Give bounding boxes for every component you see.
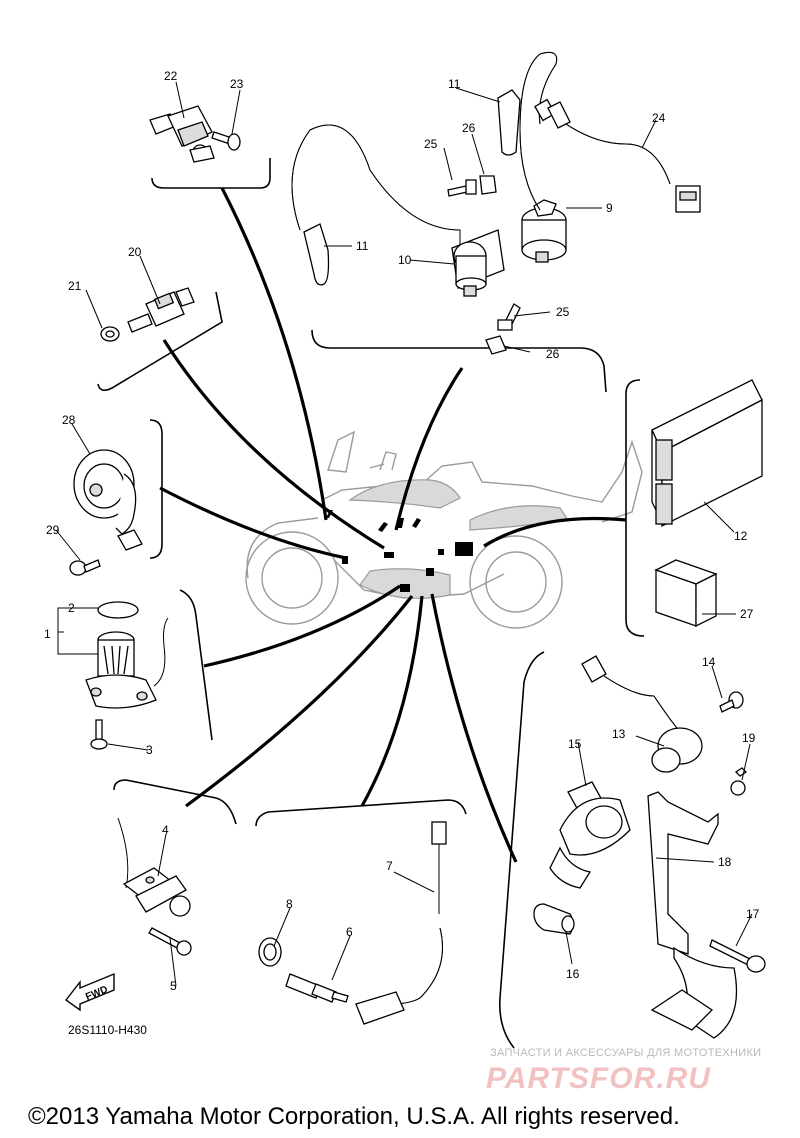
fwd-arrow-icon: FWD (64, 972, 115, 1012)
part-16-collar (533, 903, 575, 935)
callout-12: 12 (734, 529, 748, 543)
part-23-bolt (211, 131, 241, 151)
callout-21: 21 (68, 279, 82, 293)
bike-location-marks (326, 510, 473, 592)
part-14-screw (719, 691, 744, 713)
part-15-bracket (549, 781, 631, 889)
part-19-screw (730, 767, 748, 796)
part-13-sensor (581, 655, 703, 773)
callout-28: 28 (62, 413, 76, 427)
part-5-bolt (148, 927, 192, 956)
callout-22: 22 (164, 69, 178, 83)
diagram-code: 26S1110-H430 (68, 1023, 147, 1037)
part-9-ignition-coil (521, 199, 567, 263)
callout-20: 20 (128, 245, 142, 259)
part-11-plug-cap-left (291, 124, 461, 286)
watermark-tagline: ЗАПЧАСТИ И АКСЕССУАРЫ ДЛЯ МОТОТЕХНИКИ (490, 1047, 761, 1059)
part-6-o2-sensor (285, 973, 349, 1003)
part-27-relay (654, 559, 718, 628)
callout-labels: 22 23 20 21 11 11 26 25 9 10 24 25 26 28… (44, 69, 760, 993)
callout-leaders (55, 81, 753, 987)
callout-11-left: 11 (356, 239, 369, 253)
part-25-bolt-upper (447, 179, 477, 197)
callout-29: 29 (46, 523, 60, 537)
callout-4: 4 (162, 823, 169, 837)
part-22-sensor (149, 105, 215, 163)
part-20-sensor (127, 287, 195, 333)
motorcycle-silhouette (245, 430, 643, 629)
part-10-ignition-coil (451, 229, 505, 297)
part-26-nut-upper (479, 175, 497, 195)
watermark-logo: PARTSFOR.RU (486, 1062, 711, 1095)
part-8-gasket (258, 937, 282, 967)
callout-27: 27 (740, 607, 754, 621)
part-18-bracket (647, 791, 738, 1039)
callout-9: 9 (606, 201, 613, 215)
callout-19: 19 (742, 731, 756, 745)
part-25-bolt-lower (497, 303, 521, 331)
part-7-lead (355, 821, 447, 1025)
callout-15: 15 (568, 737, 582, 751)
callout-1: 1 (44, 627, 51, 641)
group-brackets (97, 158, 645, 1049)
callout-3: 3 (146, 743, 153, 757)
part-17-bolt (709, 939, 766, 973)
callout-13: 13 (612, 727, 626, 741)
callout-24: 24 (652, 111, 666, 125)
part-11-plug-cap-right (497, 51, 558, 211)
callout-26-lower: 26 (546, 347, 560, 361)
part-1-sensor (85, 617, 169, 709)
callout-2: 2 (68, 601, 75, 615)
callout-7: 7 (386, 859, 393, 873)
copyright-notice: ©2013 Yamaha Motor Corporation, U.S.A. A… (28, 1103, 680, 1130)
callout-5: 5 (170, 979, 177, 993)
part-4-sensor (117, 817, 191, 917)
part-3-bolt (90, 719, 108, 750)
callout-6: 6 (346, 925, 353, 939)
callout-8: 8 (286, 897, 293, 911)
callout-18: 18 (718, 855, 732, 869)
callout-23: 23 (230, 77, 244, 91)
part-12-ecu (651, 379, 763, 528)
leader-lines (159, 187, 627, 863)
callout-11-right: 11 (448, 77, 461, 91)
callout-25-lower: 25 (556, 305, 570, 319)
callout-14: 14 (702, 655, 716, 669)
part-28-horn (73, 449, 143, 551)
callout-26-upper: 26 (462, 121, 476, 135)
part-2-o-ring (97, 601, 139, 619)
callout-25-upper: 25 (424, 137, 438, 151)
part-24-lead (534, 98, 701, 213)
part-21-washer (100, 326, 120, 342)
callout-10: 10 (398, 253, 412, 267)
callout-17: 17 (746, 907, 760, 921)
part-29-bolt (69, 559, 101, 576)
callout-16: 16 (566, 967, 580, 981)
part-26-nut-lower (485, 335, 507, 355)
